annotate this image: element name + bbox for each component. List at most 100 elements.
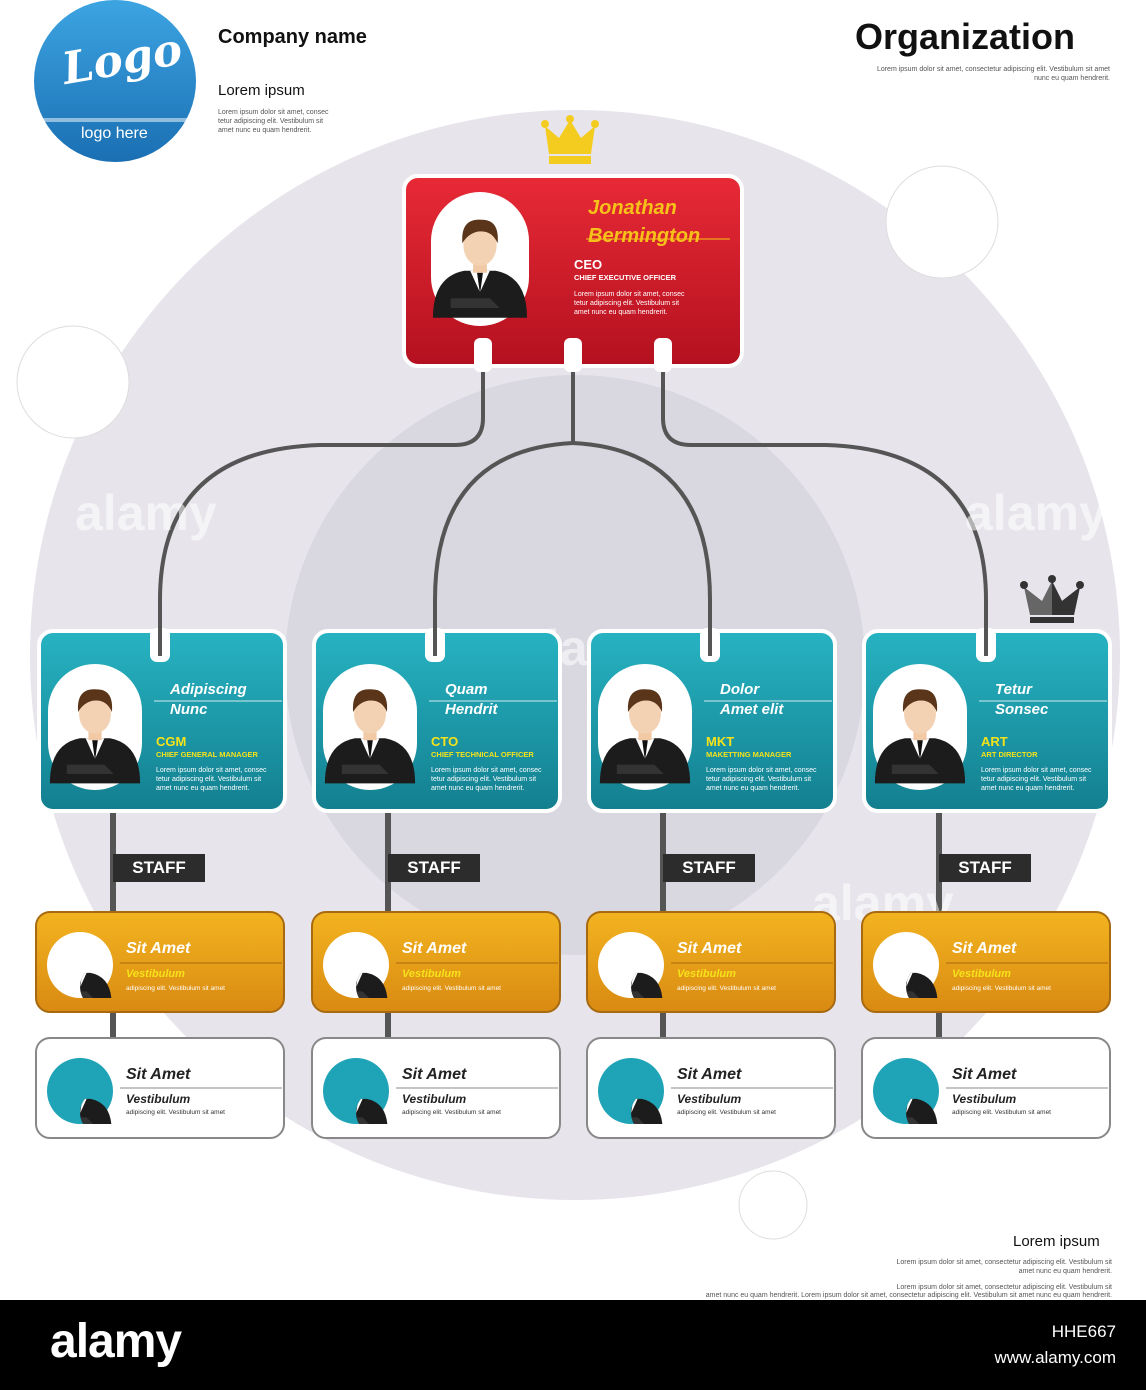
crown-gold-icon (541, 115, 599, 164)
manager-desc: Lorem ipsum dolor sit amet, consec tetur… (981, 767, 1092, 792)
footer-url: www.alamy.com (994, 1348, 1116, 1367)
staff-desc: adipiscing elit. Vestibulum sit amet (677, 985, 776, 992)
staff-title: Vestibulum (952, 1092, 1017, 1106)
staff-label: STAFF (939, 854, 1031, 882)
manager-name-line2: Nunc (170, 701, 208, 718)
staff-card-gold: Sit Amet Vestibulum adipiscing elit. Ves… (860, 910, 1112, 1016)
person-avatar-icon (598, 664, 692, 790)
manager-role: CHIEF TECHNICAL OFFICER (431, 750, 534, 759)
manager-card: Adipiscing Nunc CGM CHIEF GENERAL MANAGE… (36, 628, 288, 818)
manager-desc: Lorem ipsum dolor sit amet, consec tetur… (156, 767, 267, 792)
manager-avatar (598, 664, 692, 790)
manager-avatar (323, 664, 417, 790)
person-avatar-icon (431, 192, 529, 326)
staff-label: STAFF (113, 854, 205, 882)
company-name: Company name (218, 26, 367, 48)
lorem-small: Lorem ipsum dolor sit amet, consec tetur… (218, 109, 329, 134)
staff-title: Vestibulum (952, 968, 1011, 980)
staff-title: Vestibulum (126, 1092, 191, 1106)
staff-name: Sit Amet (402, 940, 467, 957)
staff-desc: adipiscing elit. Vestibulum sit amet (126, 1109, 225, 1116)
logo-subtitle: logo here (81, 125, 148, 142)
ceo-avatar (431, 192, 529, 326)
bottom-line1: Lorem ipsum dolor sit amet, consectetur … (896, 1259, 1112, 1266)
staff-title: Vestibulum (126, 968, 185, 980)
staff-avatar (47, 932, 113, 1005)
bottom-line2: amet nunc eu quam hendrerit. (1018, 1268, 1112, 1275)
staff-desc: adipiscing elit. Vestibulum sit amet (402, 1109, 501, 1116)
staff-card-gold: Sit Amet Vestibulum adipiscing elit. Ves… (310, 910, 562, 1016)
staff-name: Sit Amet (402, 1066, 467, 1083)
person-avatar-icon (598, 932, 664, 1005)
person-avatar-icon (873, 664, 967, 790)
person-avatar-icon (873, 932, 939, 1005)
person-avatar-icon (598, 1058, 664, 1131)
manager-abbr: MKT (706, 734, 735, 749)
deco-circle-right (885, 165, 999, 279)
ceo-desc: Lorem ipsum dolor sit amet, consec tetur… (574, 291, 685, 316)
ceo-name-line1: Jonathan (588, 197, 677, 219)
staff-name: Sit Amet (126, 1066, 191, 1083)
connector-ceo-mkt (572, 441, 712, 650)
manager-card: Dolor Amet elit MKT MAKETTING MANAGER Lo… (586, 628, 838, 818)
staff-title: Vestibulum (402, 968, 461, 980)
staff-avatar (873, 932, 939, 1005)
manager-abbr: CGM (156, 734, 187, 749)
staff-avatar (873, 1058, 939, 1131)
title-small: Lorem ipsum dolor sit amet, consectetur … (876, 66, 1110, 82)
staff-name: Sit Amet (126, 940, 191, 957)
manager-role: ART DIRECTOR (981, 750, 1038, 759)
staff-name: Sit Amet (677, 1066, 742, 1083)
staff-card-gold: Sit Amet Vestibulum adipiscing elit. Ves… (34, 910, 286, 1016)
bottom-line4: amet nunc eu quam hendrerit. Lorem ipsum… (705, 1292, 1112, 1299)
connector-ceo-art (661, 350, 988, 650)
staff-avatar (323, 1058, 389, 1131)
staff-desc: adipiscing elit. Vestibulum sit amet (677, 1109, 776, 1116)
staff-name: Sit Amet (952, 1066, 1017, 1083)
person-avatar-icon (323, 664, 417, 790)
staff-desc: adipiscing elit. Vestibulum sit amet (126, 985, 225, 992)
manager-abbr: ART (981, 734, 1008, 749)
watermark-text: alamy (965, 485, 1107, 541)
footer-bar: alamy HHE667 www.alamy.com (0, 1300, 1146, 1390)
ceo-abbr: CEO (574, 257, 603, 272)
manager-card: Quam Hendrit CTO CHIEF TECHNICAL OFFICER… (311, 628, 563, 818)
manager-role: CHIEF GENERAL MANAGER (156, 750, 258, 759)
manager-name-line1: Adipiscing (170, 681, 247, 698)
staff-desc: adipiscing elit. Vestibulum sit amet (402, 985, 501, 992)
manager-role: MAKETTING MANAGER (706, 750, 792, 759)
manager-name-line1: Dolor (720, 681, 760, 698)
bottom-line3: Lorem ipsum dolor sit amet, consectetur … (896, 1284, 1112, 1291)
staff-desc: adipiscing elit. Vestibulum sit amet (952, 1109, 1051, 1116)
staff-avatar (598, 932, 664, 1005)
manager-name-line2: Sonsec (995, 701, 1049, 718)
staff-card-white: Sit Amet Vestibulum adipiscing elit. Ves… (860, 1036, 1112, 1142)
staff-title: Vestibulum (677, 968, 736, 980)
staff-card-gold: Sit Amet Vestibulum adipiscing elit. Ves… (585, 910, 837, 1016)
manager-connector-line (984, 628, 988, 656)
connector-ceo-cgm (158, 350, 485, 650)
staff-desc: adipiscing elit. Vestibulum sit amet (952, 985, 1051, 992)
staff-avatar (47, 1058, 113, 1131)
staff-title: Vestibulum (677, 1092, 742, 1106)
staff-avatar (323, 932, 389, 1005)
manager-avatar (48, 664, 142, 790)
staff-name: Sit Amet (677, 940, 742, 957)
manager-card: Tetur Sonsec ART ART DIRECTOR Lorem ipsu… (861, 628, 1113, 818)
bottom-title: Lorem ipsum (1013, 1233, 1100, 1250)
manager-desc: Lorem ipsum dolor sit amet, consec tetur… (706, 767, 817, 792)
staff-card-white: Sit Amet Vestibulum adipiscing elit. Ves… (34, 1036, 286, 1142)
manager-avatar (873, 664, 967, 790)
person-avatar-icon (47, 1058, 113, 1131)
staff-name: Sit Amet (952, 940, 1017, 957)
page-title: Organization (855, 16, 1076, 57)
manager-connector-line (708, 628, 712, 656)
manager-name-line1: Quam (445, 681, 488, 698)
footer-id: HHE667 (1051, 1322, 1116, 1341)
staff-avatar (598, 1058, 664, 1131)
manager-connector-line (158, 628, 162, 656)
person-avatar-icon (48, 664, 142, 790)
manager-connector-line (433, 628, 437, 656)
person-avatar-icon (873, 1058, 939, 1131)
